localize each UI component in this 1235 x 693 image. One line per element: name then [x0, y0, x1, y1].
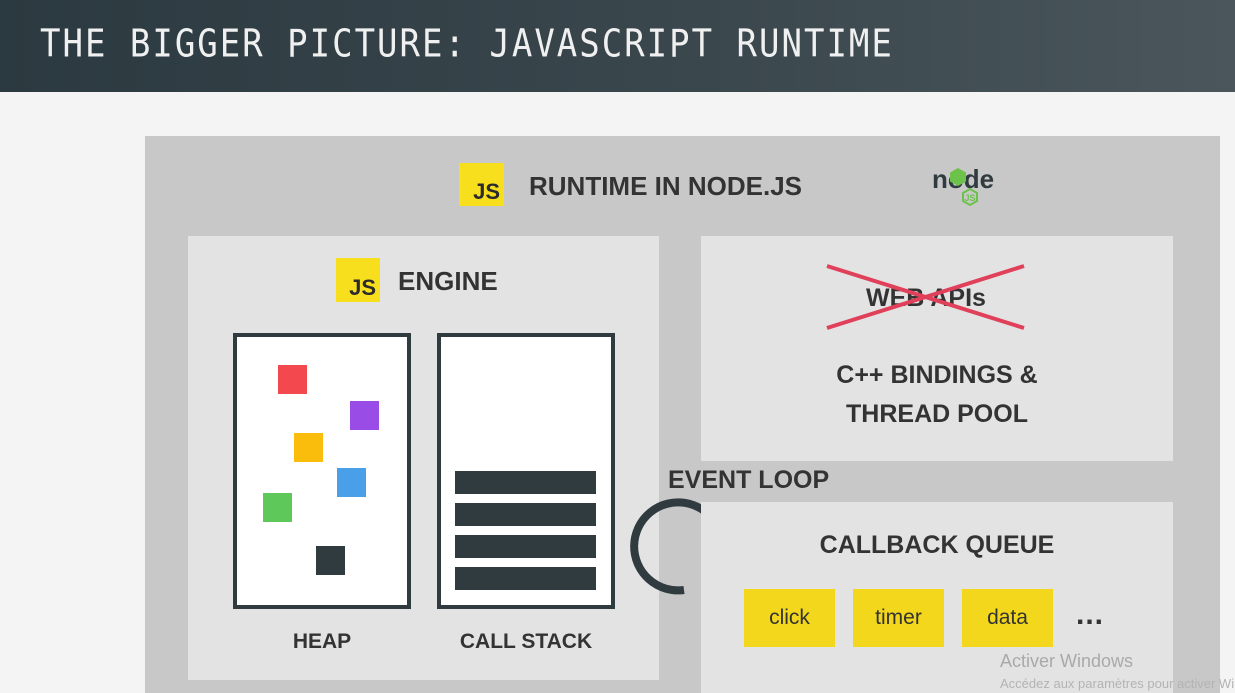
js-logo-icon: JS [336, 258, 380, 302]
nodejs-logo-icon: node JS [932, 164, 994, 207]
queue-item-timer: timer [853, 589, 944, 647]
svg-text:JS: JS [964, 193, 975, 203]
stack-frame [455, 503, 596, 526]
windows-activation-watermark: Activer Windows [1000, 651, 1134, 671]
cross-out-icon [826, 264, 1025, 330]
heap-object [263, 493, 292, 522]
heap-object [337, 468, 366, 497]
windows-activation-subtext: Accédez aux paramètres pour activer Wind… [1000, 676, 1235, 691]
queue-item-data: data [962, 589, 1053, 647]
js-badge-text: JS [473, 179, 500, 204]
heap-object [350, 401, 379, 430]
queue-more-ellipsis: ... [1076, 598, 1105, 631]
js-badge-text: JS [349, 275, 376, 300]
web-apis-container [701, 236, 1173, 461]
bindings-line-1: C++ BINDINGS & [836, 361, 1038, 389]
bindings-line-2: THREAD POOL [846, 400, 1028, 428]
page-title: THE BIGGER PICTURE: JAVASCRIPT RUNTIME [40, 22, 894, 67]
stack-frame [455, 471, 596, 494]
call-stack-label: CALL STACK [459, 630, 593, 653]
heap-object [294, 433, 323, 462]
js-logo-icon: JS [459, 163, 504, 206]
event-loop-label: EVENT LOOP [668, 466, 830, 494]
heap-object [316, 546, 345, 575]
runtime-title: RUNTIME IN NODE.JS [529, 171, 803, 201]
heap-label: HEAP [292, 630, 352, 653]
queue-item-click: click [744, 589, 835, 647]
header-bar [0, 0, 1235, 92]
engine-title: ENGINE [398, 266, 498, 296]
callback-queue-title: CALLBACK QUEUE [819, 531, 1055, 559]
stack-frame [455, 535, 596, 558]
stack-frame [455, 567, 596, 590]
heap-object [278, 365, 307, 394]
cpp-bindings-label: C++ BINDINGS & THREAD POOL [701, 356, 1173, 434]
